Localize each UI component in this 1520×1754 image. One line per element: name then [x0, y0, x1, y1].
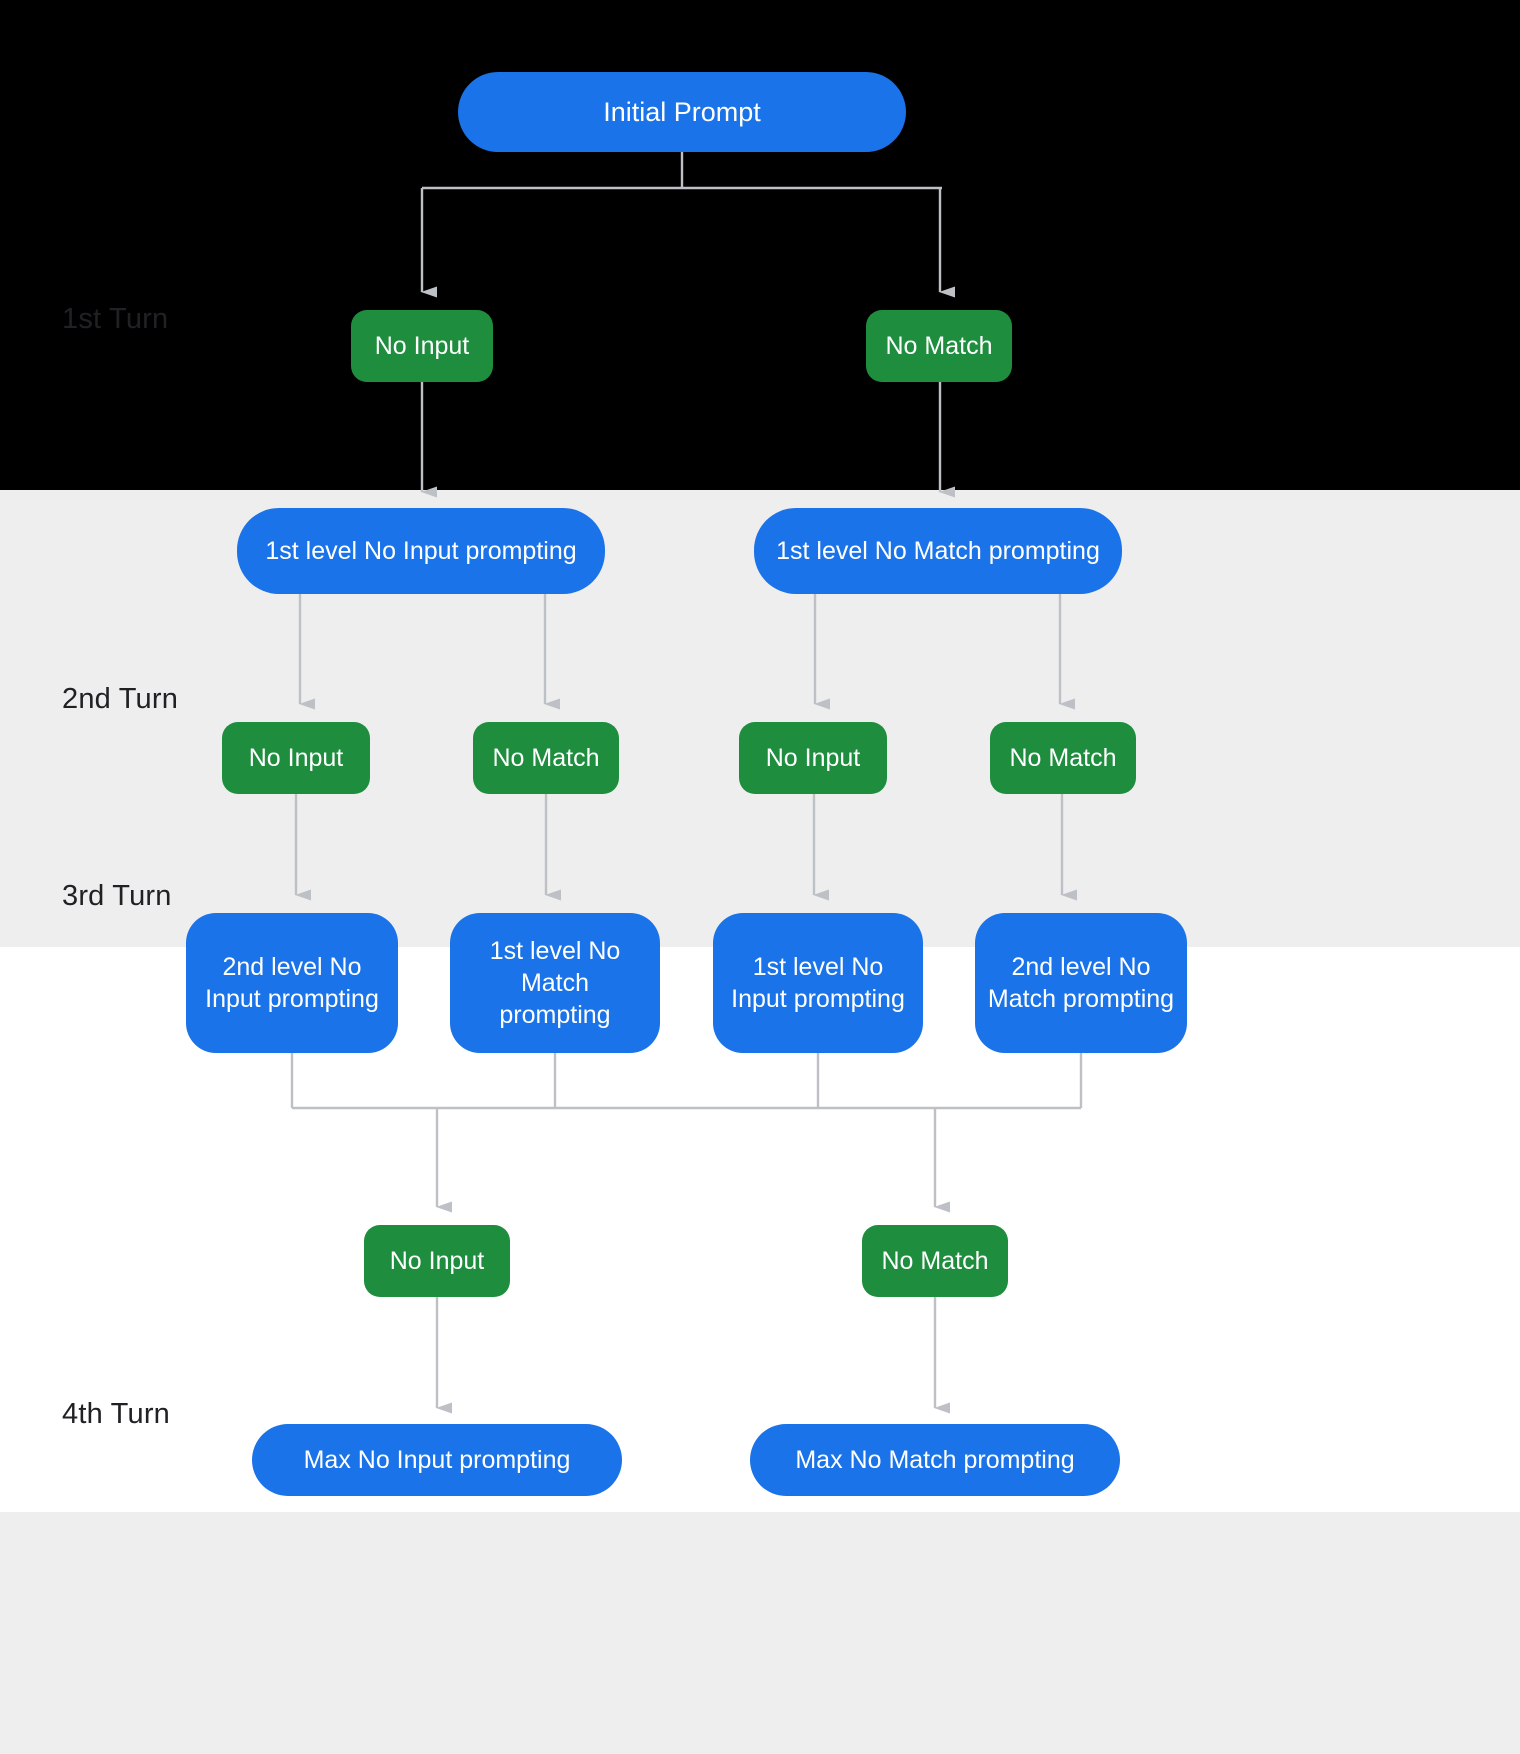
turn-label-2nd: 2nd Turn — [62, 683, 179, 715]
turn-label-3rd: 3rd Turn — [62, 880, 172, 912]
node-max-no-match-prompting[interactable]: Max No Match prompting — [750, 1424, 1120, 1496]
node-turn2-no-input-left[interactable]: No Input — [222, 722, 370, 794]
node-turn1-no-match[interactable]: No Match — [866, 310, 1012, 382]
node-turn2-no-match-left[interactable]: No Match — [473, 722, 619, 794]
node-level1-no-input-prompting-turn3[interactable]: 1st level No Input prompting — [713, 913, 923, 1053]
node-merged-no-match[interactable]: No Match — [862, 1225, 1008, 1297]
node-level1-no-match-prompting[interactable]: 1st level No Match prompting — [754, 508, 1122, 594]
node-level1-no-match-prompting-turn3[interactable]: 1st level No Match prompting — [450, 913, 660, 1053]
node-turn2-no-match-right[interactable]: No Match — [990, 722, 1136, 794]
band-4th-turn — [0, 1512, 1520, 1754]
node-merged-no-input[interactable]: No Input — [364, 1225, 510, 1297]
node-level1-no-input-prompting[interactable]: 1st level No Input prompting — [237, 508, 605, 594]
node-max-no-input-prompting[interactable]: Max No Input prompting — [252, 1424, 622, 1496]
node-turn2-no-input-right[interactable]: No Input — [739, 722, 887, 794]
turn-label-1st: 1st Turn — [62, 303, 169, 335]
node-level2-no-input-prompting[interactable]: 2nd level No Input prompting — [186, 913, 398, 1053]
node-level2-no-match-prompting[interactable]: 2nd level No Match prompting — [975, 913, 1187, 1053]
node-initial-prompt[interactable]: Initial Prompt — [458, 72, 906, 152]
turn-label-4th: 4th Turn — [62, 1398, 170, 1430]
node-turn1-no-input[interactable]: No Input — [351, 310, 493, 382]
